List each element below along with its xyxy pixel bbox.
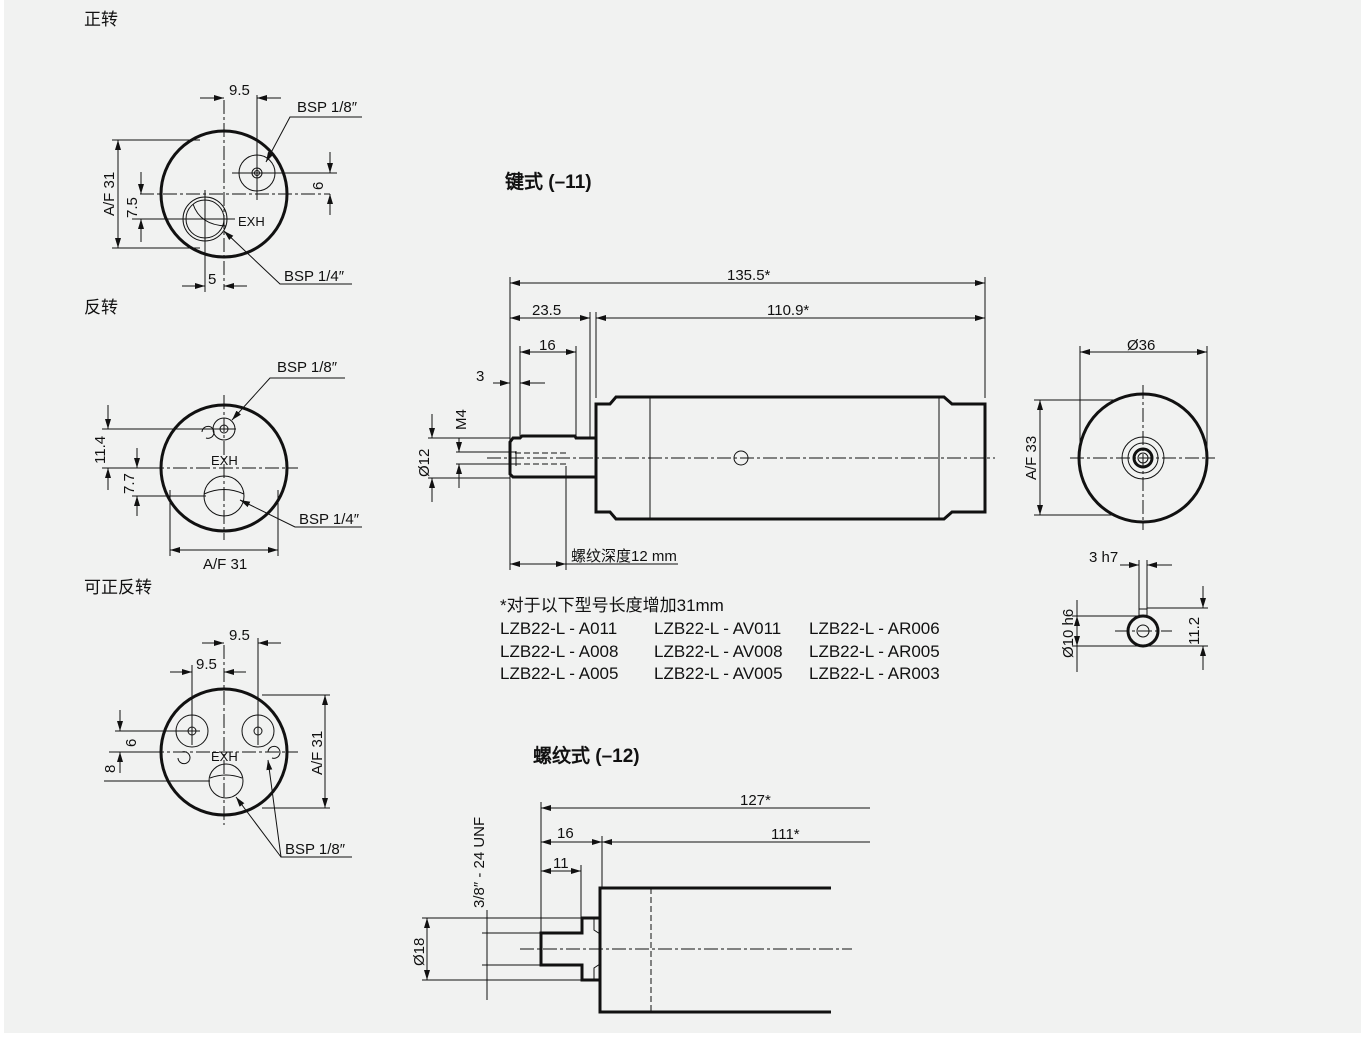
reversible-view: 9.5 9.5 6 8 A/F 31 BSP 1/8″ EXH (102, 627, 352, 858)
label-bsp-1-8: BSP 1/8″ (277, 359, 338, 376)
model-item: LZB22-L - AR003 (809, 664, 940, 683)
page-background (4, 0, 1361, 1033)
keyed-shaft-side-view: 135.5* 23.5 110.9* 16 3 Ø12 M4 螺纹深度12 mm (416, 267, 995, 570)
dim-23-5: 23.5 (532, 302, 561, 319)
label-exh: EXH (238, 214, 265, 229)
reverse-rotation-view: 11.4 7.7 A/F 31 BSP 1/8″ BSP 1/4″ EXH (92, 359, 362, 573)
dim-127: 127* (740, 792, 771, 809)
dim-111: 111* (771, 826, 800, 843)
dim-3-h7: 3 h7 (1089, 549, 1118, 566)
dim-110-9: 110.9* (767, 302, 809, 319)
key-section-view: 3 h7 Ø10 h6 11.2 (1060, 549, 1208, 672)
label-exh: EXH (211, 453, 238, 468)
length-note: *对于以下型号长度增加31mm LZB22-L - A011 LZB22-L -… (500, 596, 940, 683)
dim-9-5-top: 9.5 (229, 627, 250, 644)
dim-m4: M4 (453, 409, 470, 430)
label-exh: EXH (211, 749, 238, 764)
dim-9-5: 9.5 (229, 82, 250, 99)
dim-5: 5 (208, 271, 216, 288)
dim-af31: A/F 31 (101, 172, 118, 216)
dim-11-2: 11.2 (1186, 617, 1203, 645)
heading-threaded: 螺纹式 (–12) (533, 744, 640, 767)
threaded-shaft-side-view: 127* 16 111* 11 Ø18 3/8″ - 24 UNF (411, 792, 870, 1014)
dim-d18: Ø18 (411, 938, 428, 966)
label-bsp-1-4: BSP 1/4″ (299, 511, 360, 528)
heading-keyed: 键式 (–11) (504, 170, 592, 193)
model-item: LZB22-L - A005 (500, 664, 618, 683)
label-thread-depth: 螺纹深度12 mm (571, 548, 677, 565)
model-item: LZB22-L - AR005 (809, 642, 940, 661)
keyed-end-view: Ø36 A/F 33 (1023, 337, 1215, 530)
dim-d36: Ø36 (1127, 337, 1155, 354)
dim-af31: A/F 31 (203, 556, 247, 573)
dim-8: 8 (102, 765, 119, 773)
model-item: LZB22-L - AV011 (654, 619, 781, 638)
dim-9-5-second: 9.5 (196, 656, 217, 673)
model-item: LZB22-L - AR006 (809, 619, 940, 638)
dim-16: 16 (539, 337, 556, 354)
label-bsp-1-8: BSP 1/8″ (297, 99, 358, 116)
heading-reversible: 可正反转 (84, 578, 152, 597)
label-bsp-1-4: BSP 1/4″ (284, 268, 345, 285)
label-bsp-1-8: BSP 1/8″ (285, 841, 346, 858)
dim-7-7: 7.7 (121, 473, 138, 494)
dim-d10-h6: Ø10 h6 (1060, 609, 1077, 658)
dim-3: 3 (476, 368, 484, 385)
dim-16: 16 (557, 825, 574, 842)
dim-7-5: 7.5 (124, 197, 141, 218)
forward-rotation-view: 9.5 A/F 31 7.5 6 5 BSP 1/8″ BSP 1/4″ EXH (101, 82, 362, 292)
model-item: LZB22-L - A011 (500, 619, 617, 638)
dim-af33: A/F 33 (1023, 436, 1040, 480)
dim-d12: Ø12 (416, 449, 433, 477)
dim-11-4: 11.4 (92, 436, 109, 464)
dim-af31: A/F 31 (309, 731, 326, 775)
dim-6: 6 (310, 182, 327, 190)
heading-reverse: 反转 (84, 298, 118, 317)
model-item: LZB22-L - AV008 (654, 642, 783, 661)
dim-6: 6 (123, 739, 140, 747)
model-item: LZB22-L - A008 (500, 642, 618, 661)
note-title: *对于以下型号长度增加31mm (500, 596, 724, 615)
heading-forward: 正转 (84, 10, 118, 29)
dim-unf-thread: 3/8″ - 24 UNF (471, 817, 488, 908)
model-item: LZB22-L - AV005 (654, 664, 783, 683)
dim-135-5: 135.5* (727, 267, 771, 284)
dim-11: 11 (553, 855, 569, 872)
